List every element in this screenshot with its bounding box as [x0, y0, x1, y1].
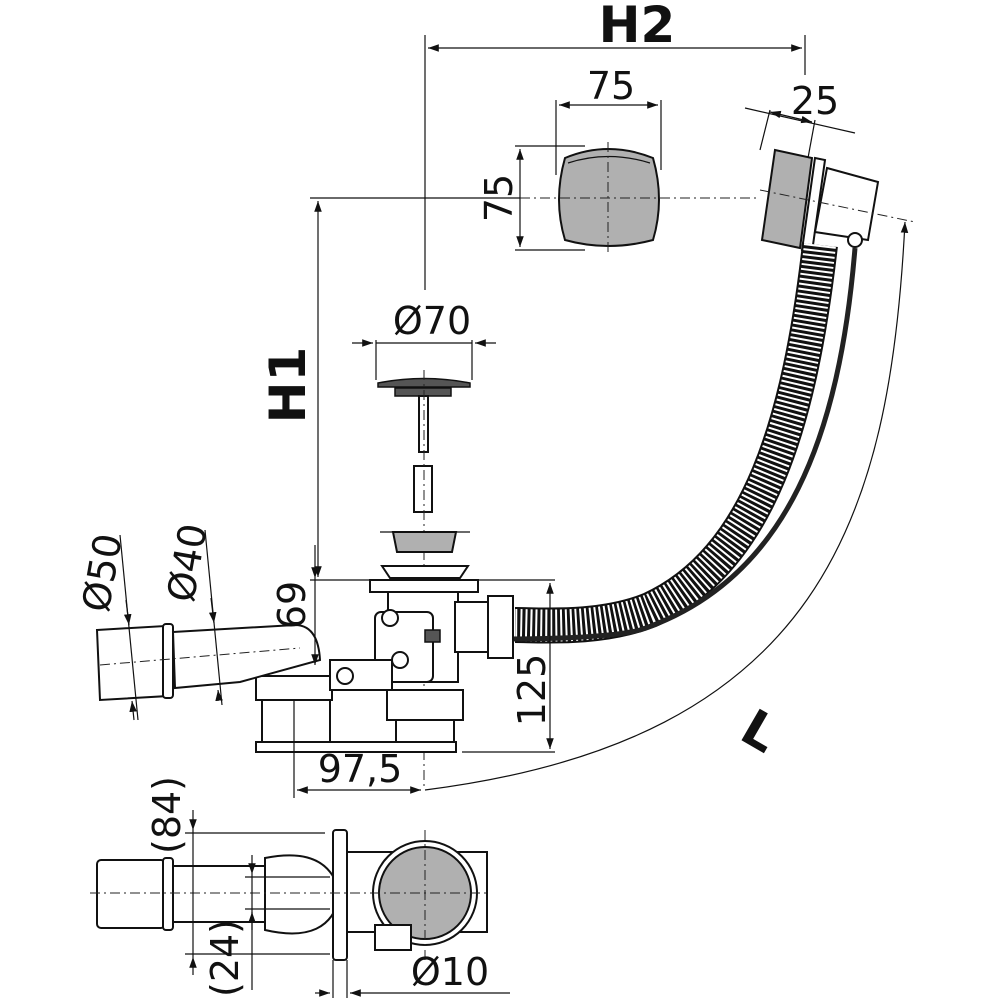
h2-dimension: H2	[424, 0, 806, 290]
plug-diameter-label: Ø70	[393, 299, 471, 343]
plan-view: (84) (24) Ø10	[90, 776, 510, 998]
h2-label: H2	[599, 0, 676, 54]
outlet-d40-label: Ø40	[159, 520, 216, 605]
h1-dimension: H1	[259, 197, 520, 581]
cable-diameter-label: Ø10	[411, 950, 489, 994]
plug: Ø70	[352, 299, 496, 790]
plan-width-label: (84)	[145, 776, 189, 854]
trap-height-dimension: 125	[462, 579, 555, 753]
cap-width-label: 75	[587, 64, 635, 108]
trap-offset-label: 97,5	[318, 747, 403, 791]
trap-height-label: 125	[510, 654, 554, 727]
l-label: L	[732, 698, 789, 764]
overflow-body: 25	[744, 79, 916, 254]
trap-body	[255, 531, 514, 753]
overflow-cap: 75 75	[477, 64, 760, 255]
h1-label: H1	[259, 347, 317, 424]
overflow-depth-label: 25	[791, 79, 839, 123]
outlet-height-label: 69	[270, 581, 314, 629]
trap-offset-dimension: 97,5	[293, 700, 421, 798]
flexible-hose	[429, 242, 858, 644]
outlet-d50-label: Ø50	[74, 530, 131, 615]
l-dimension: L	[424, 221, 909, 791]
plan-inner-label: (24)	[203, 919, 247, 997]
